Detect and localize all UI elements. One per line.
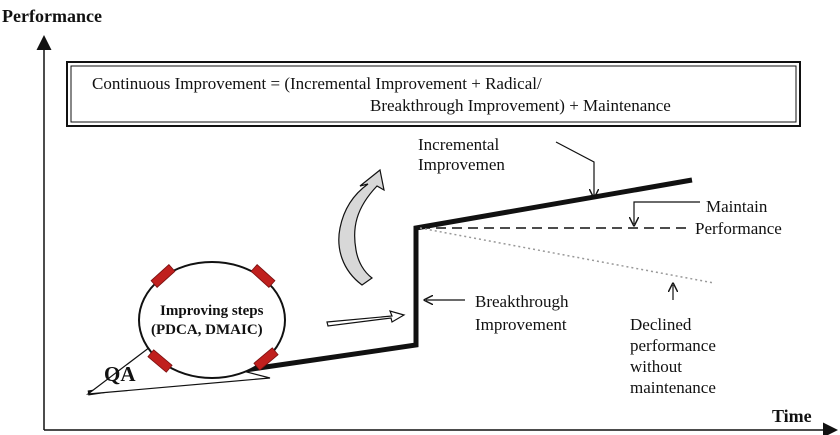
declined-dotted-line [419, 227, 715, 284]
formula-box-inner [70, 65, 797, 123]
curved-arrow-icon [338, 168, 385, 286]
declined-label-1: Declined [630, 315, 692, 334]
wheel-handle-top-left [150, 264, 176, 288]
qa-label: QA [104, 362, 136, 386]
incremental-label-1: Incremental [418, 135, 499, 154]
x-axis-label: Time [772, 406, 812, 426]
declined-label-4: maintenance [630, 378, 716, 397]
formula-line-1: Continuous Improvement = (Incremental Im… [92, 74, 542, 93]
wheel-handle-bottom-left [147, 349, 173, 373]
y-axis-label: Performance [2, 6, 102, 26]
maintain-label-2: Performance [695, 219, 782, 238]
wheel-handle-top-right [250, 264, 276, 288]
maintain-pointer [634, 201, 700, 224]
maintain-label-1: Maintain [706, 197, 768, 216]
breakthrough-label-1: Breakthrough [475, 292, 569, 311]
improving-steps-circle [138, 261, 286, 379]
steps-label-2: (PDCA, DMAIC) [151, 322, 263, 338]
steps-label-1: Improving steps [160, 303, 264, 319]
formula-line-2: Breakthrough Improvement) + Maintenance [370, 96, 671, 115]
declined-label-3: without [630, 357, 682, 376]
incremental-pointer [555, 141, 594, 196]
breakthrough-label-2: Improvement [475, 315, 567, 334]
wheel-handle-bottom-right [253, 347, 279, 371]
formula-box-outer [66, 61, 801, 127]
declined-label-2: performance [630, 336, 716, 355]
hollow-arrow-icon [326, 310, 406, 327]
incremental-label-2: Improvemen [418, 155, 505, 174]
